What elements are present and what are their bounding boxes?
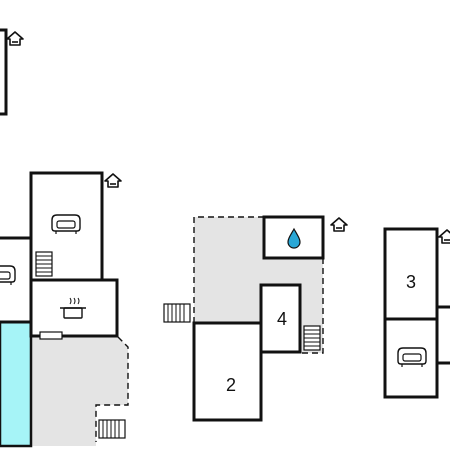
entrance-icon <box>330 217 348 232</box>
stairs-icon <box>98 419 126 439</box>
entrance-icon <box>6 31 24 46</box>
entrance-icon <box>104 173 122 188</box>
room-3 <box>383 227 439 321</box>
cooking-pot-icon <box>60 297 86 319</box>
door <box>39 331 63 340</box>
room-2-label: 2 <box>226 375 236 395</box>
middle-building: 4 2 <box>163 215 348 422</box>
stairs-icon <box>163 303 191 323</box>
entrance-icon <box>438 229 450 244</box>
right-edge-wall <box>437 305 450 365</box>
top-left-room-wall <box>0 28 8 116</box>
stairs-icon <box>303 325 321 351</box>
pool <box>0 320 33 448</box>
terrace-dashed-outline <box>193 216 324 354</box>
water-drop-icon <box>287 227 301 249</box>
room-2 <box>192 321 263 422</box>
room-4-label: 4 <box>277 309 287 329</box>
terrace-dashed-outline <box>95 336 129 442</box>
terrace-area <box>194 217 323 353</box>
room-3-label: 3 <box>406 272 416 292</box>
right-building: 3 <box>383 227 450 399</box>
left-building <box>0 28 129 448</box>
terrace-area <box>32 337 128 446</box>
living-room <box>383 317 439 399</box>
stairs-icon <box>35 251 53 277</box>
room-4 <box>259 283 302 354</box>
